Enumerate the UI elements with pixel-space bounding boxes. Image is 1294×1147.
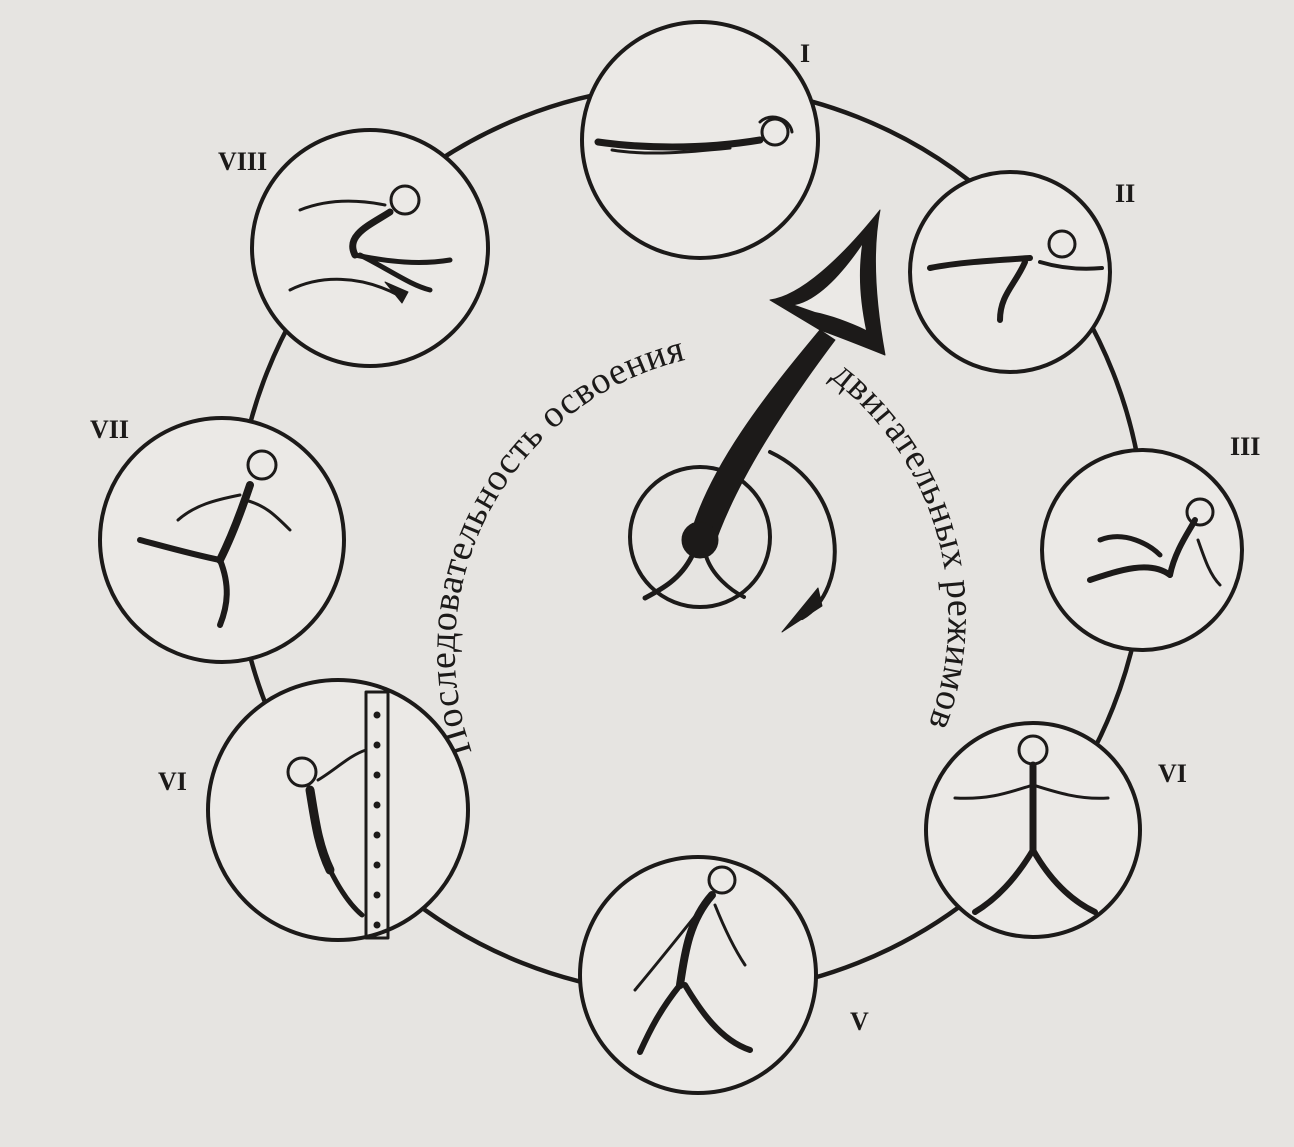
walking-figure-icon [633,865,753,1055]
running-figure-icon [137,449,292,628]
station-8-numeral: VIII [218,147,267,176]
dial-hand-icon [628,209,886,633]
station-4: VI [924,721,1187,939]
sitting-figure-icon [1087,497,1222,587]
station-5: V [578,855,869,1095]
station-3: III [1040,432,1260,652]
station-4-numeral: VI [1158,759,1187,788]
standing-figure-icon [953,734,1110,915]
climbing-figure-icon [286,690,390,940]
station-8: VIII [218,128,490,368]
station-5-numeral: V [850,1007,869,1036]
station-2: II [908,170,1135,374]
station-1-numeral: I [800,39,810,68]
crawling-figure-icon [927,229,1104,323]
arc-caption-left: Последовательность освоения [422,328,689,762]
station-2-numeral: II [1115,179,1135,208]
station-3-numeral: III [1230,432,1260,461]
station-1: I [580,20,820,260]
arc-caption-right: двигательных режимов [824,352,981,736]
station-7: VII [90,415,346,664]
jumping-figure-icon [288,184,453,304]
station-7-numeral: VII [90,415,129,444]
lying-figure-icon [594,115,794,155]
station-6: VI [158,678,470,942]
station-6-numeral: VI [158,767,187,796]
